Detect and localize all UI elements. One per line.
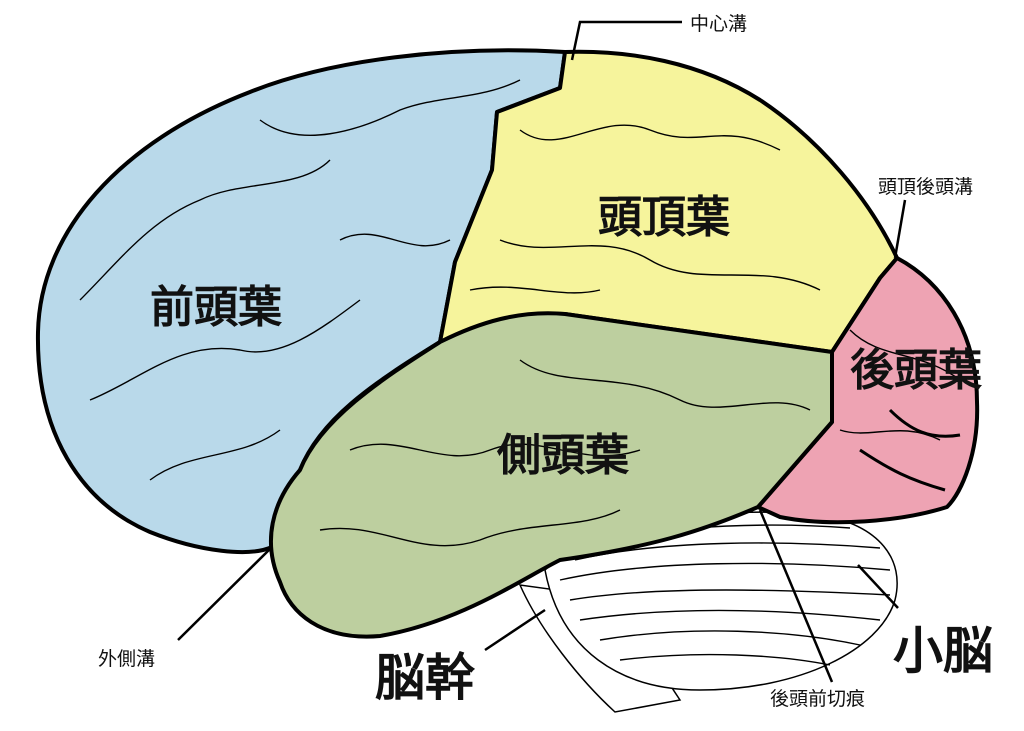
cerebellum-leader (857, 564, 899, 609)
lateral-sulcus-label: 外側溝 (98, 648, 155, 670)
parietal-lobe-label: 頭頂葉 (598, 192, 731, 243)
preoccipital-notch-leader (758, 509, 834, 683)
frontal-lobe-label: 前頭葉 (150, 282, 283, 333)
temporal-lobe (268, 311, 834, 639)
central-sulcus-leader (570, 20, 682, 61)
temporal-lobe-label: 側頭葉 (496, 430, 630, 481)
parieto-occipital-leader (893, 199, 907, 259)
parieto-occipital-sulcus-label: 頭頂後頭溝 (878, 176, 973, 198)
gyri-lines (79, 79, 961, 547)
sulcus-thick-occipital (859, 408, 961, 492)
central-sulcus-label: 中心溝 (690, 13, 747, 35)
brainstem-leader (484, 608, 546, 652)
lateral-sulcus-leader (177, 546, 273, 641)
brainstem-label: 脳幹 (375, 649, 476, 707)
occipital-lobe (756, 256, 980, 525)
cerebellum-label: 小脳 (893, 622, 993, 680)
preoccipital-notch-label: 後頭前切痕 (770, 688, 865, 710)
occipital-lobe-label: 後頭葉 (850, 345, 983, 396)
lobe-boundary-dashed (564, 313, 833, 353)
